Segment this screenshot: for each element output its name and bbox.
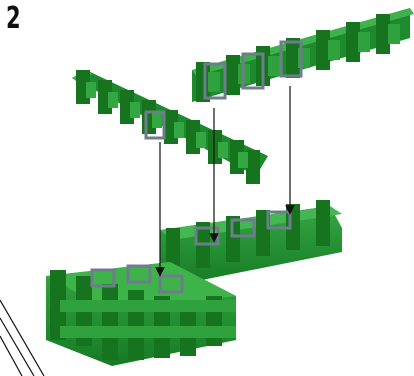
assembly-arrows	[155, 86, 295, 277]
upper-left-rod	[72, 70, 268, 184]
lower-right-assembly	[160, 200, 342, 286]
edge-lines	[0, 299, 45, 376]
lower-left-block	[46, 262, 236, 366]
upper-right-rod	[192, 8, 414, 102]
step-number: 2	[6, 1, 21, 36]
